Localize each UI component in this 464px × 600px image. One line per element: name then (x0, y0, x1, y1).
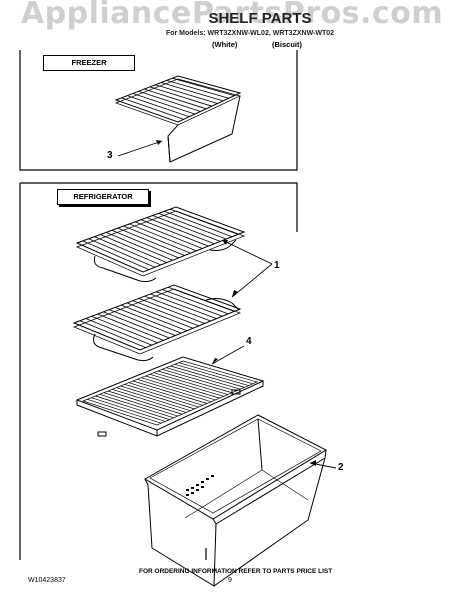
crisper-cover-rib (157, 370, 233, 394)
crisper-cover-rib (120, 385, 195, 410)
refrigerator-frame (19, 182, 298, 560)
upper-shelf-wire (123, 225, 191, 254)
color-biscuit-label: (Biscuit) (272, 40, 302, 49)
crisper-pan (143, 414, 328, 587)
freezer-shelf-wire (149, 86, 212, 107)
freezer-section-label: FREEZER (43, 55, 135, 71)
freezer-shelf-wire (172, 77, 235, 97)
crisper-cover-rib (124, 383, 199, 408)
crisper-cover-rib (91, 397, 166, 422)
freezer-frame (19, 50, 298, 171)
crisper-cover (75, 356, 265, 437)
crisper-cover-rib (162, 368, 237, 392)
upper-shelf-wire (105, 232, 173, 261)
upper-shelf-wire (94, 236, 161, 266)
upper-shelf-wire (82, 240, 150, 271)
crisper-cover-rib (107, 390, 183, 415)
lower-shelf-wire (126, 302, 194, 329)
watermark: AppliancePartsPros.com (20, 0, 444, 31)
lower-shelf-wire (120, 304, 188, 332)
lower-shelf-wire (109, 309, 176, 336)
freezer-shelf-wire (160, 82, 224, 102)
freezer-shelf-wire (127, 95, 190, 118)
freezer-shelf-wire (121, 97, 184, 120)
document-number: W10423837 (28, 577, 66, 584)
crisper-cover-rib (132, 380, 208, 404)
upper-shelf-wire (146, 217, 215, 245)
crisper-cover-rib (178, 362, 253, 385)
crisper-cover-rib (112, 388, 187, 413)
crisper-cover-rib (145, 375, 220, 399)
crisper-cover-rib (95, 395, 170, 420)
lower-shelf-wire (150, 293, 217, 320)
crisper-cover-rib (166, 367, 241, 390)
crisper-cover-rib (170, 365, 245, 388)
upper-shelf-wire (100, 234, 167, 263)
lower-shelf-wire (103, 311, 170, 339)
ordering-note: FOR ORDERING INFORMATION REFER TO PARTS … (139, 568, 333, 575)
lower-shelf-wire (91, 315, 158, 344)
lower-shelf-wire (97, 313, 164, 341)
refrigerator-wire-shelf-upper (75, 206, 246, 283)
lower-shelf-wire (79, 320, 147, 348)
freezer-shelf-wire (166, 79, 229, 99)
callout-3: 3 (107, 150, 113, 161)
upper-shelf-wire (152, 215, 221, 242)
callout-leaders (117, 140, 337, 469)
upper-shelf-wire (170, 208, 239, 235)
lower-shelf-wire (162, 289, 229, 315)
upper-shelf-wire (140, 219, 209, 247)
crisper-cover-rib (137, 378, 212, 403)
crisper-cover-rib (103, 392, 178, 417)
page-title: SHELF PARTS (208, 10, 312, 27)
freezer-shelf-wire (155, 84, 218, 104)
crisper-cover-rib (116, 387, 191, 412)
lower-shelf-wire (144, 295, 211, 322)
callout-4: 4 (246, 336, 252, 347)
lower-shelf-wire (132, 300, 199, 327)
upper-shelf-wire (135, 221, 203, 249)
lower-shelf-wire (138, 298, 205, 324)
crisper-pan-label-dots (186, 475, 214, 496)
freezer-shelf-wire (132, 93, 196, 115)
refrigerator-wire-shelf-lower (72, 284, 242, 362)
upper-shelf-wire (129, 223, 197, 252)
upper-shelf-wire (164, 210, 233, 238)
freezer-shelf-wire (144, 88, 207, 110)
crisper-cover-rib (128, 382, 203, 406)
upper-shelf-wire (88, 238, 156, 268)
upper-shelf-wire (111, 229, 179, 259)
lower-shelf-wire (115, 306, 182, 334)
callout-1: 1 (274, 260, 280, 271)
upper-shelf-wire (158, 212, 227, 240)
leader-arrowheads (156, 140, 316, 466)
lower-shelf-wire (85, 318, 152, 346)
crisper-cover-rib (174, 363, 249, 386)
model-list: For Models: WRT3ZXNW-WL02, WRT3ZXNW-WT02 (165, 30, 335, 37)
lower-shelf-wire (167, 286, 235, 312)
crisper-cover-rib (149, 373, 224, 397)
crisper-cover-rib (153, 372, 228, 395)
freezer-wire-shelf (114, 75, 242, 163)
crisper-cover-rib (99, 393, 174, 419)
page-number: 9 (228, 577, 232, 584)
refrigerator-section-label: REFRIGERATOR (57, 189, 149, 205)
lower-shelf-wire (156, 291, 223, 317)
color-white-label: (White) (212, 40, 238, 49)
upper-shelf-wire (117, 227, 185, 256)
callout-2: 2 (338, 462, 344, 473)
crisper-cover-rib (87, 399, 162, 424)
freezer-shelf-wire (138, 90, 201, 112)
crisper-cover-rib (141, 377, 216, 401)
